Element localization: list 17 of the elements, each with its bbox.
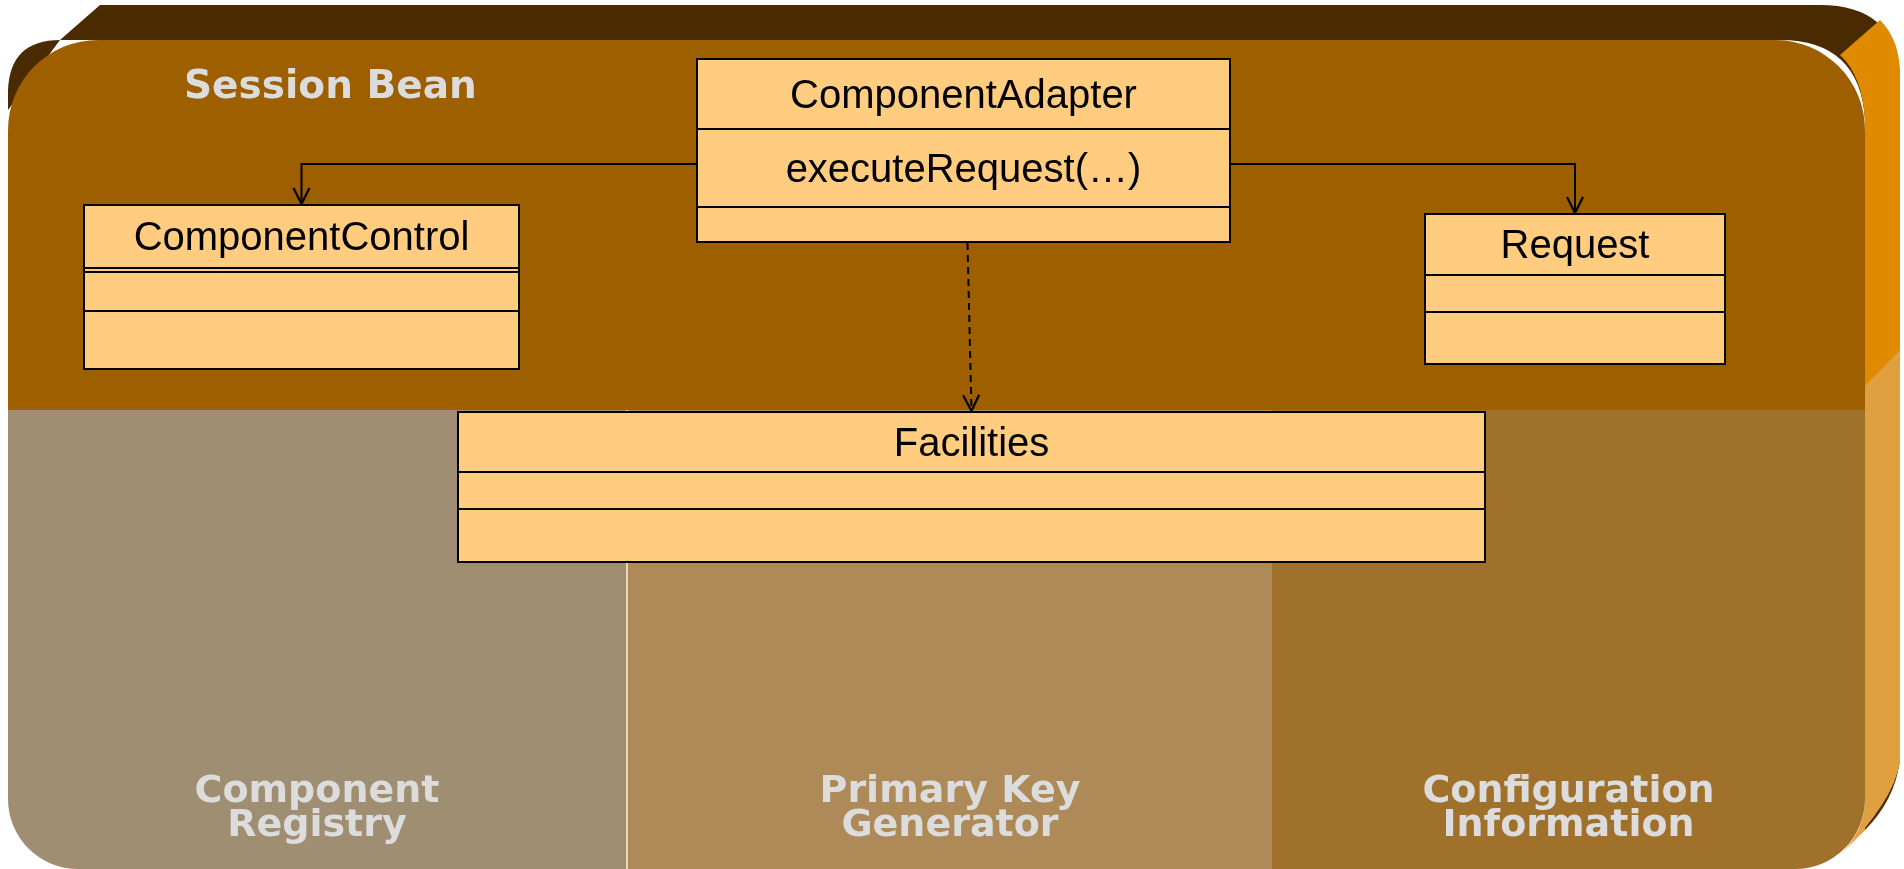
class-name: ComponentAdapter — [790, 71, 1137, 117]
arrow — [962, 242, 981, 413]
band-title: Session Bean — [184, 62, 477, 107]
class-name: ComponentControl — [133, 214, 470, 259]
method-name: executeRequest(…) — [785, 145, 1142, 191]
panel-label: Configuration Information — [1421, 772, 1716, 841]
arrow — [292, 163, 697, 206]
class-name: Facilities — [893, 419, 1050, 465]
class-name: Request — [1500, 222, 1650, 267]
class-box — [696, 58, 1231, 243]
panel-label: Primary Key Generator — [818, 772, 1082, 841]
class-box — [1424, 213, 1726, 365]
session-bean-band — [8, 40, 1865, 410]
arrow — [1230, 163, 1585, 215]
panel — [8, 410, 626, 869]
class-box — [457, 411, 1486, 563]
class-box — [83, 204, 520, 370]
